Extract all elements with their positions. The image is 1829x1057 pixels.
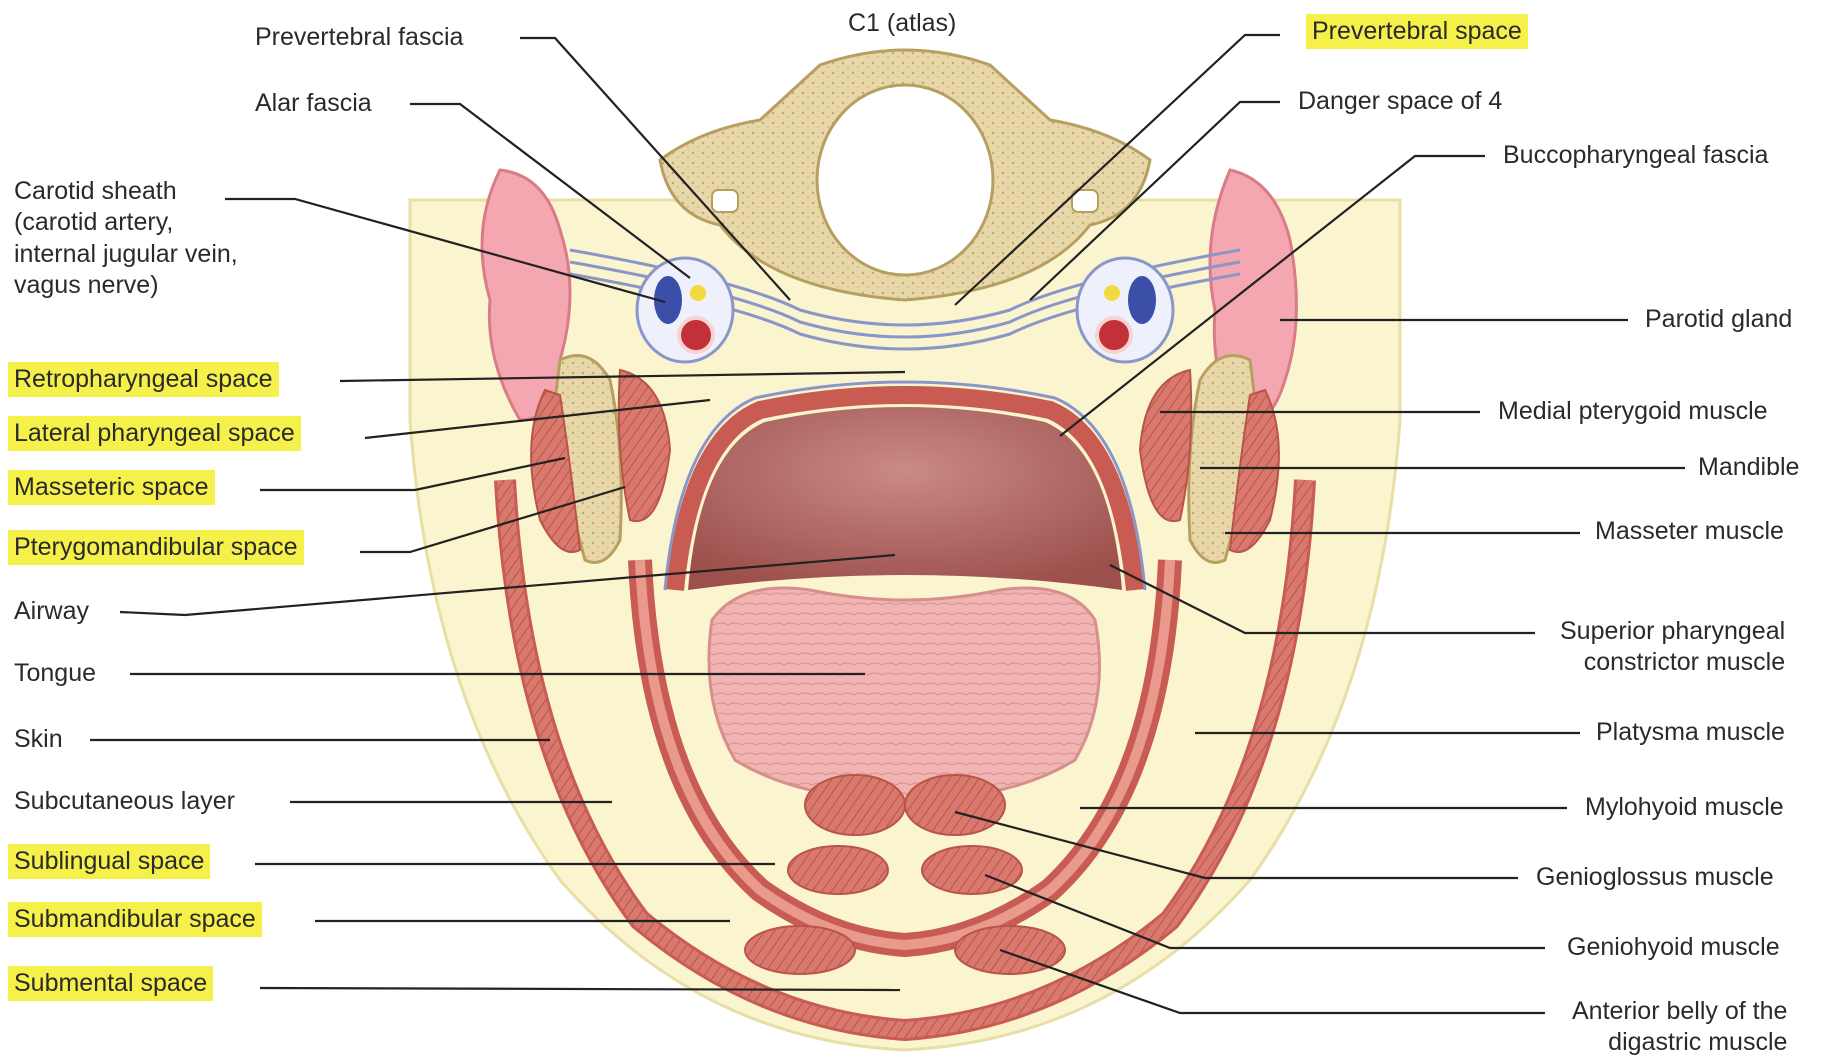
label-prevertebral-space: Prevertebral space	[1306, 14, 1528, 49]
label-retropharyngeal-space: Retropharyngeal space	[8, 362, 279, 397]
label-anterior-belly-digastric: Anterior belly of the digastric muscle	[1572, 996, 1787, 1057]
label-geniohyoid-muscle: Geniohyoid muscle	[1567, 932, 1780, 963]
carotid-sheath-right	[1077, 258, 1173, 362]
airway	[688, 407, 1122, 590]
label-c1-atlas: C1 (atlas)	[848, 8, 956, 39]
label-submandibular-space: Submandibular space	[8, 902, 262, 937]
label-danger-space: Danger space of 4	[1298, 86, 1502, 117]
label-superior-pharyngeal-constrictor: Superior pharyngeal constrictor muscle	[1560, 616, 1785, 679]
label-medial-pterygoid-muscle: Medial pterygoid muscle	[1498, 396, 1768, 427]
label-sublingual-space: Sublingual space	[8, 844, 210, 879]
tongue	[709, 588, 1100, 800]
label-buccopharyngeal-fascia: Buccopharyngeal fascia	[1503, 140, 1768, 171]
label-lateral-pharyngeal-space: Lateral pharyngeal space	[8, 416, 301, 451]
label-submental-space: Submental space	[8, 966, 213, 1001]
label-mylohyoid-muscle: Mylohyoid muscle	[1585, 792, 1784, 823]
label-subcutaneous-layer: Subcutaneous layer	[14, 786, 235, 817]
label-genioglossus-muscle: Genioglossus muscle	[1536, 862, 1774, 893]
label-prevertebral-fascia: Prevertebral fascia	[255, 22, 463, 53]
label-parotid-gland: Parotid gland	[1645, 304, 1792, 335]
label-platysma-muscle: Platysma muscle	[1596, 717, 1785, 748]
label-pterygomandibular-space: Pterygomandibular space	[8, 530, 304, 565]
label-airway: Airway	[14, 596, 89, 627]
label-alar-fascia: Alar fascia	[255, 88, 372, 119]
label-carotid-sheath: Carotid sheath (carotid artery, internal…	[14, 176, 238, 301]
label-tongue: Tongue	[14, 658, 96, 689]
label-skin: Skin	[14, 724, 63, 755]
label-masseteric-space: Masseteric space	[8, 470, 215, 505]
label-mandible: Mandible	[1698, 452, 1799, 483]
label-masseter-muscle: Masseter muscle	[1595, 516, 1784, 547]
